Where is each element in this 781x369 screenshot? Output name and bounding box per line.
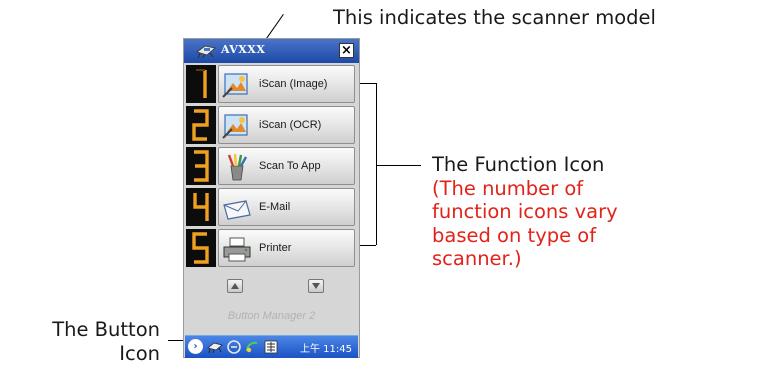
email-button[interactable]: E-Mail [218,188,355,226]
function-number-2 [186,106,216,144]
function-bracket-pointer [377,165,421,166]
iscan-image-icon [222,73,248,98]
function-number-4 [186,188,216,226]
scanner-model-annotation: This indicates the scanner model [333,6,656,29]
email-icon [223,200,251,220]
title-bar[interactable]: AVXXX × [184,39,359,63]
function-row-4: E-Mail [184,187,359,227]
scanner-app-icon [196,45,216,59]
ime-tray-icon[interactable] [263,339,279,355]
scanner-model-title: AVXXX [221,43,266,56]
function-icon-note: (The number of function icons vary based… [432,176,618,271]
speaker-tray-icon[interactable] [226,339,242,355]
function-bracket-vertical [376,83,377,245]
system-tray: › 上午 11:45 [185,335,358,358]
network-tray-icon[interactable] [244,339,260,355]
function-row-3: Scan To App [184,146,359,186]
close-button[interactable]: × [339,43,354,58]
printer-icon [223,237,251,262]
iscan-ocr-icon [222,114,248,139]
function-row-2: iScan (OCR) [184,105,359,145]
function-label: Printer [259,242,292,254]
triangle-down-icon [312,283,320,289]
function-label: iScan (OCR) [259,119,322,131]
button-manager-tray-icon[interactable] [207,339,223,355]
iscan-image-button[interactable]: iScan (Image) [218,65,355,103]
function-bracket-top [360,83,376,84]
function-label: iScan (Image) [259,78,328,90]
triangle-up-icon [231,283,239,289]
scan-to-app-button[interactable]: Scan To App [218,147,355,185]
tray-expand-button[interactable]: › [188,339,203,354]
function-number-3 [186,147,216,185]
function-number-5 [186,229,216,267]
scroll-down-button[interactable] [308,279,324,293]
function-bracket-bottom [360,245,376,246]
tray-clock: 上午 11:45 [300,344,352,355]
function-row-5: Printer [184,228,359,268]
button-icon-annotation: The Button Icon [52,318,160,365]
printer-button[interactable]: Printer [218,229,355,267]
function-icon-title: The Function Icon [432,153,605,176]
function-row-1: iScan (Image) [184,64,359,104]
scroll-up-button[interactable] [227,279,243,293]
button-icon-pointer [168,340,188,341]
scan-to-app-icon [227,153,248,181]
button-manager-window: AVXXX × iScan (Image) [183,38,360,358]
function-icon-annotation: The Function Icon (The number of functio… [432,153,632,271]
function-label: E-Mail [259,201,291,213]
button-manager-caption: Button Manager 2 [227,310,316,322]
iscan-ocr-button[interactable]: iScan (OCR) [218,106,355,144]
function-number-1 [186,65,216,103]
function-label: Scan To App [259,160,321,172]
